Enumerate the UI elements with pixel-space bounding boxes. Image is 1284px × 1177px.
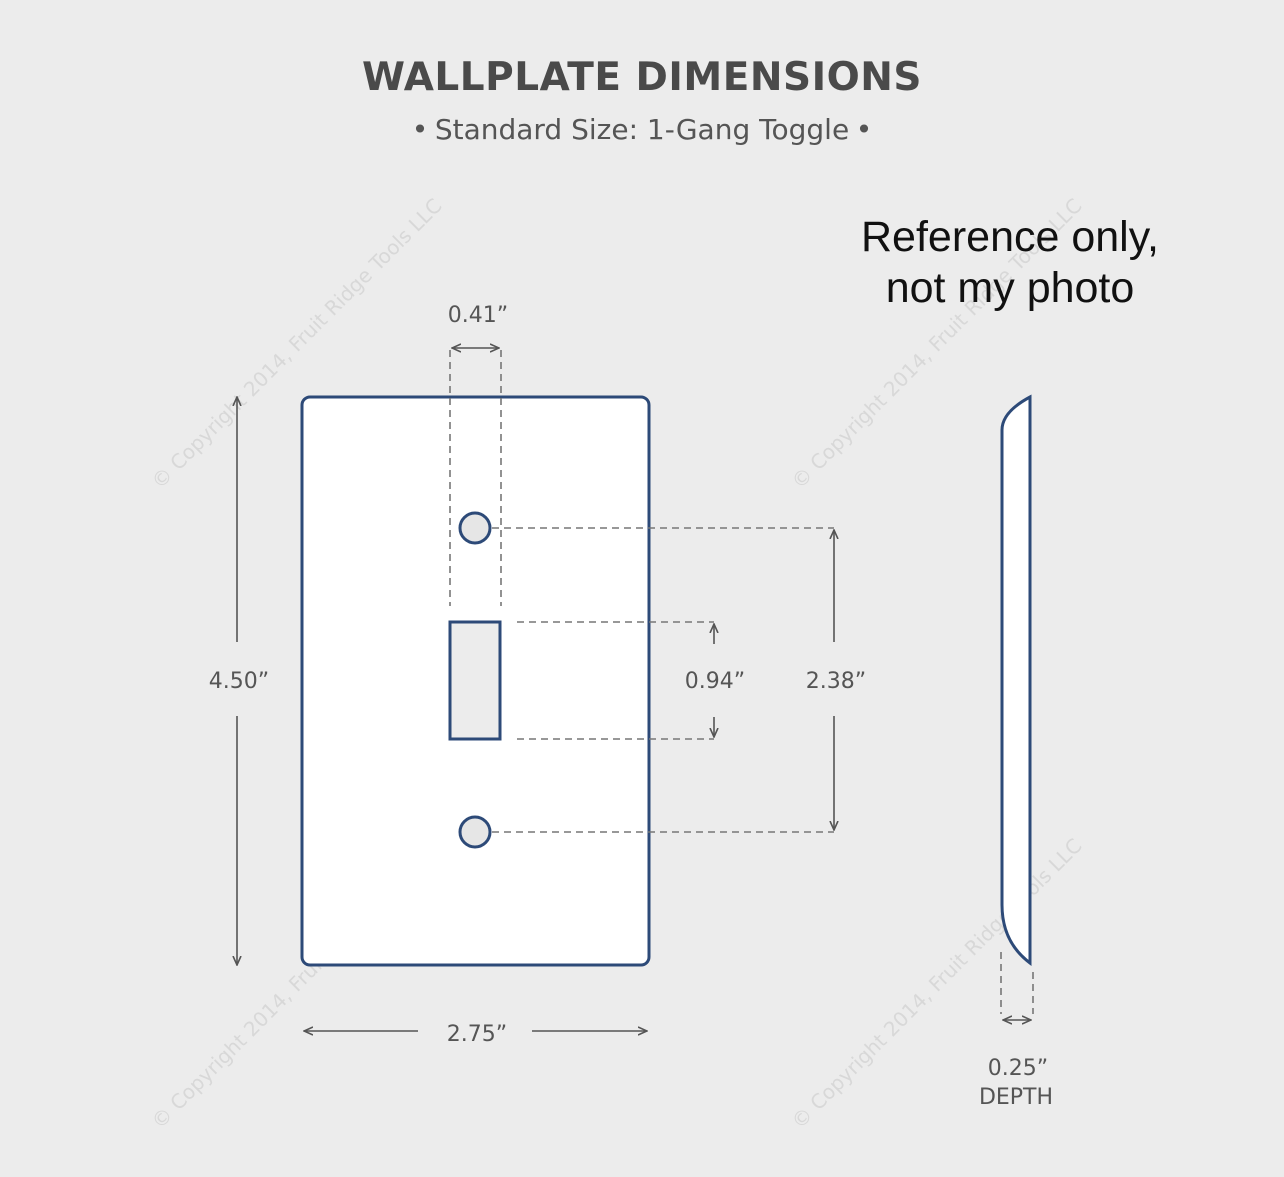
depth-caption: DEPTH bbox=[979, 1085, 1053, 1110]
page-title: WALLPLATE DIMENSIONS bbox=[362, 55, 922, 100]
depth-dimension: 0.25” DEPTH bbox=[979, 952, 1053, 1110]
bullet-right: • bbox=[856, 113, 873, 146]
toggle-opening bbox=[448, 620, 502, 741]
screw-hole-top bbox=[458, 511, 492, 545]
screw-spacing-label: 2.38” bbox=[806, 669, 866, 694]
toggle-width-label: 0.41” bbox=[448, 303, 508, 328]
page-subtitle: Standard Size: 1-Gang Toggle bbox=[435, 113, 849, 146]
screw-hole-bottom bbox=[458, 815, 492, 849]
height-dimension: 4.50” bbox=[209, 397, 269, 965]
width-label: 2.75” bbox=[447, 1022, 507, 1047]
toggle-height-label: 0.94” bbox=[685, 669, 745, 694]
bullet-left: • bbox=[412, 113, 429, 146]
reference-note-line1: Reference only, bbox=[861, 213, 1159, 261]
toggle-height-dimension: 0.94” bbox=[517, 621, 745, 740]
reference-note-line2: not my photo bbox=[886, 264, 1135, 312]
wallplate-side-profile bbox=[1000, 394, 1032, 967]
depth-value-label: 0.25” bbox=[988, 1056, 1048, 1081]
width-dimension: 2.75” bbox=[304, 1022, 647, 1047]
toggle-width-dimension: 0.41” bbox=[448, 303, 508, 606]
screw-spacing-dimension: 2.38” bbox=[492, 527, 866, 833]
height-label: 4.50” bbox=[209, 669, 269, 694]
